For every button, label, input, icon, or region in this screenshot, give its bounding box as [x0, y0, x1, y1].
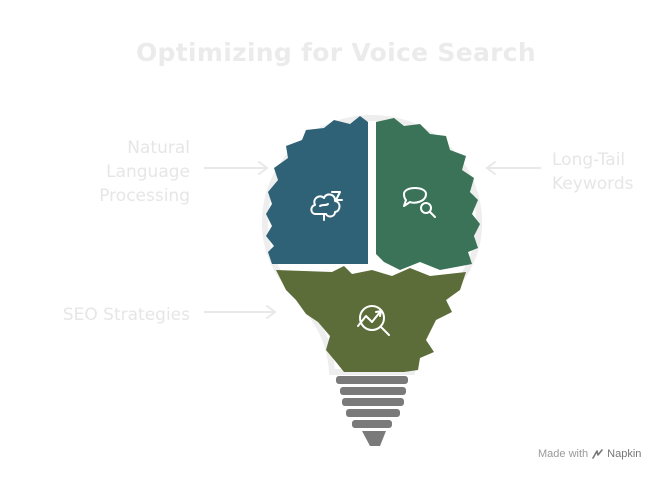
- label-line: Processing: [99, 186, 190, 206]
- segment-seo: [276, 266, 466, 372]
- label-line: Long-Tail: [552, 150, 626, 170]
- chat-search-icon: [403, 187, 436, 218]
- footer-credit: Made with Napkin: [538, 448, 641, 460]
- segment-nlp: [266, 116, 368, 264]
- arrow-seo: [204, 305, 277, 319]
- napkin-logo-icon: [592, 448, 603, 459]
- label-long-tail-keywords: Long-Tail Keywords: [552, 148, 662, 196]
- segment-ltk: [376, 118, 480, 270]
- page-title: Optimizing for Voice Search: [136, 38, 536, 67]
- footer-made-with: Made with: [538, 448, 589, 460]
- label-line: Language: [106, 162, 190, 182]
- label-seo-strategies: SEO Strategies: [62, 305, 190, 325]
- chart-search-icon: [357, 305, 390, 336]
- arrow-nlp: [204, 161, 269, 175]
- brain-icon: [310, 191, 343, 221]
- footer-brand: Napkin: [607, 448, 642, 460]
- label-natural-language-processing: Natural Language Processing: [60, 136, 190, 208]
- arrow-ltk: [485, 161, 541, 175]
- label-line: Natural: [127, 138, 190, 158]
- bulb-base: [336, 376, 408, 446]
- label-line: Keywords: [552, 174, 634, 194]
